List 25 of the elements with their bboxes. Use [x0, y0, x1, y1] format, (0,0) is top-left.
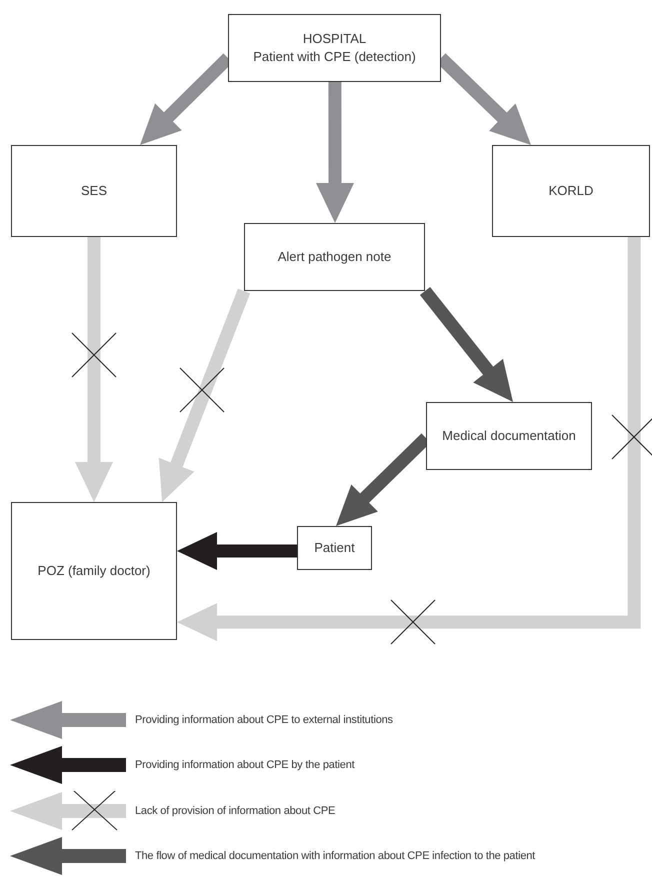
- legend-text: Lack of provision of information about CPE: [135, 805, 336, 817]
- block-arrow: [158, 288, 250, 502]
- box-label: KORLD: [548, 182, 594, 200]
- process-box: [492, 145, 650, 237]
- box-label: Patient: [314, 539, 355, 557]
- box-label: SES: [80, 182, 107, 200]
- legend-text: The flow of medical documentation with information about CPE infection to the patient: [135, 850, 536, 862]
- legend-text: Providing information about CPE by the patient: [135, 759, 354, 771]
- box-label: POZ (family doctor): [38, 562, 150, 580]
- process-box: [228, 14, 441, 82]
- process-box: [11, 502, 177, 640]
- block-arrow: [177, 532, 297, 570]
- process-box: [11, 145, 177, 237]
- process-box: [297, 526, 372, 570]
- box-label: Medical documentation: [442, 427, 576, 445]
- block-arrow: [420, 287, 513, 402]
- process-box: [426, 402, 592, 470]
- box-label: HOSPITAL: [302, 30, 366, 48]
- legend-text: Providing information about CPE to external institutions: [135, 714, 393, 726]
- block-arrow: [75, 237, 113, 502]
- box-label: Alert pathogen note: [278, 248, 392, 266]
- block-arrow: [177, 237, 641, 642]
- process-box: [244, 223, 425, 291]
- block-arrow: [316, 82, 354, 223]
- box-label: Patient with CPE (detection): [253, 48, 416, 66]
